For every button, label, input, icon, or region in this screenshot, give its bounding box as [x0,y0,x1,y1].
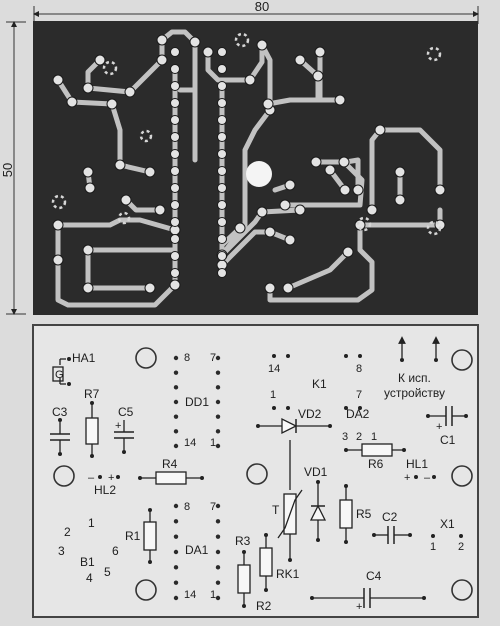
da2-pin-2: 2 [356,431,362,443]
hl1-minus: – [424,472,431,484]
vd2-diode: VD2 [256,407,332,435]
vd1-label: VD1 [304,465,328,479]
b1-pin-5: 5 [104,565,111,579]
k1-relay: 14 8 1 7 K1 [268,354,362,410]
b1-component: 1 2 3 4 5 6 B1 [58,516,119,585]
da1-pin-1: 1 [210,589,216,601]
ha1-label: HA1 [72,351,96,365]
da2-label: DA2 [346,407,370,421]
da1-label: DA1 [185,543,209,557]
rk1-t-label: T [272,503,280,517]
dd1-pin-14: 14 [184,437,196,449]
r4-resistor: R4 [138,457,204,485]
component-side-panel: G HA1 R7 C3 + C5 [32,324,479,618]
k1-pin-1: 1 [270,389,276,401]
c4-plus: + [356,601,362,613]
c4-capacitor: + C4 [310,569,426,613]
dd1-chip: 8 7 14 1 DD1 [184,352,216,449]
da1-pin-14: 14 [184,589,196,601]
hl2-label: HL2 [94,483,116,497]
r7-resistor: R7 [84,387,100,458]
r6-label: R6 [368,457,384,471]
dimension-width: 80 [33,0,479,24]
c2-capacitor: C2 [372,510,412,544]
b1-pin-3: 3 [58,544,65,558]
c1-plus: + [436,421,442,433]
copper-side-panel [33,21,478,315]
k1-label: K1 [312,377,327,391]
c5-capacitor: + C5 [114,405,134,454]
da1-pin-8: 8 [184,501,190,513]
dimension-height: 50 [0,21,26,315]
b1-pin-2: 2 [64,525,71,539]
da1-chip: 8 7 14 1 DA1 [184,501,216,601]
c4-label: C4 [366,569,382,583]
da2-chip: DA2 3 2 1 [342,407,377,443]
vd2-label: VD2 [298,407,322,421]
c2-label: C2 [382,510,398,524]
solder-pads [52,34,446,294]
output-connector: К исп. устройству [384,336,445,400]
r6-resistor: R6 [344,443,406,471]
dd1-label: DD1 [185,395,209,409]
c3-label: C3 [52,405,68,419]
ha1-g-label: G [55,369,64,381]
mounting-holes-lower [53,347,473,601]
da2-pin-3: 3 [342,431,348,443]
c5-plus: + [115,420,121,432]
x1-label: X1 [440,517,455,531]
output-label-2: устройству [384,386,445,400]
output-label-1: К исп. [398,371,431,385]
b1-pin-6: 6 [112,544,119,558]
k1-pin-8: 8 [356,363,362,375]
b1-label: B1 [80,555,95,569]
dd1-pin-8: 8 [184,352,190,364]
dd1-pin-7: 7 [210,352,216,364]
r1-resistor: R1 [125,508,157,564]
dimension-height-label: 50 [0,163,15,177]
c1-label: C1 [440,433,456,447]
c5-label: C5 [118,405,134,419]
rk1-label: RK1 [276,567,300,581]
rk1-thermistor: T RK1 [272,440,303,581]
hl1-plus: + [404,472,410,484]
k1-pin-7: 7 [356,389,362,401]
vd1-diode: VD1 [304,465,328,542]
hl2-led: – + HL2 [88,472,120,497]
hl1-label: HL1 [406,457,428,471]
r2-resistor: R2 [256,533,273,613]
r5-label: R5 [356,507,372,521]
x1-pin-2: 2 [458,541,464,553]
k1-pin-14: 14 [268,363,280,375]
c1-capacitor: + C1 [426,406,468,447]
hl2-plus: + [108,472,114,484]
x1-connector: X1 1 2 [430,517,464,553]
dd1-pin-1: 1 [210,437,216,449]
mounting-holes [51,32,442,236]
b1-pin-4: 4 [86,571,93,585]
hl2-minus: – [88,472,95,484]
ha1-buzzer: G HA1 [52,351,96,386]
c3-capacitor: C3 [50,405,70,456]
b1-pin-1: 1 [88,516,95,530]
dimension-width-label: 80 [255,0,269,14]
r3-resistor: R3 [235,534,251,608]
da2-pin-1: 1 [371,431,377,443]
r5-resistor: R5 [339,484,372,544]
da1-pin-7: 7 [210,501,216,513]
r3-label: R3 [235,534,251,548]
r1-label: R1 [125,529,141,543]
x1-pin-1: 1 [430,541,436,553]
r7-label: R7 [84,387,100,401]
ic-pin-dots [173,355,221,601]
r2-label: R2 [256,599,272,613]
hl1-led: + – HL1 [404,457,436,484]
r4-label: R4 [162,457,178,471]
